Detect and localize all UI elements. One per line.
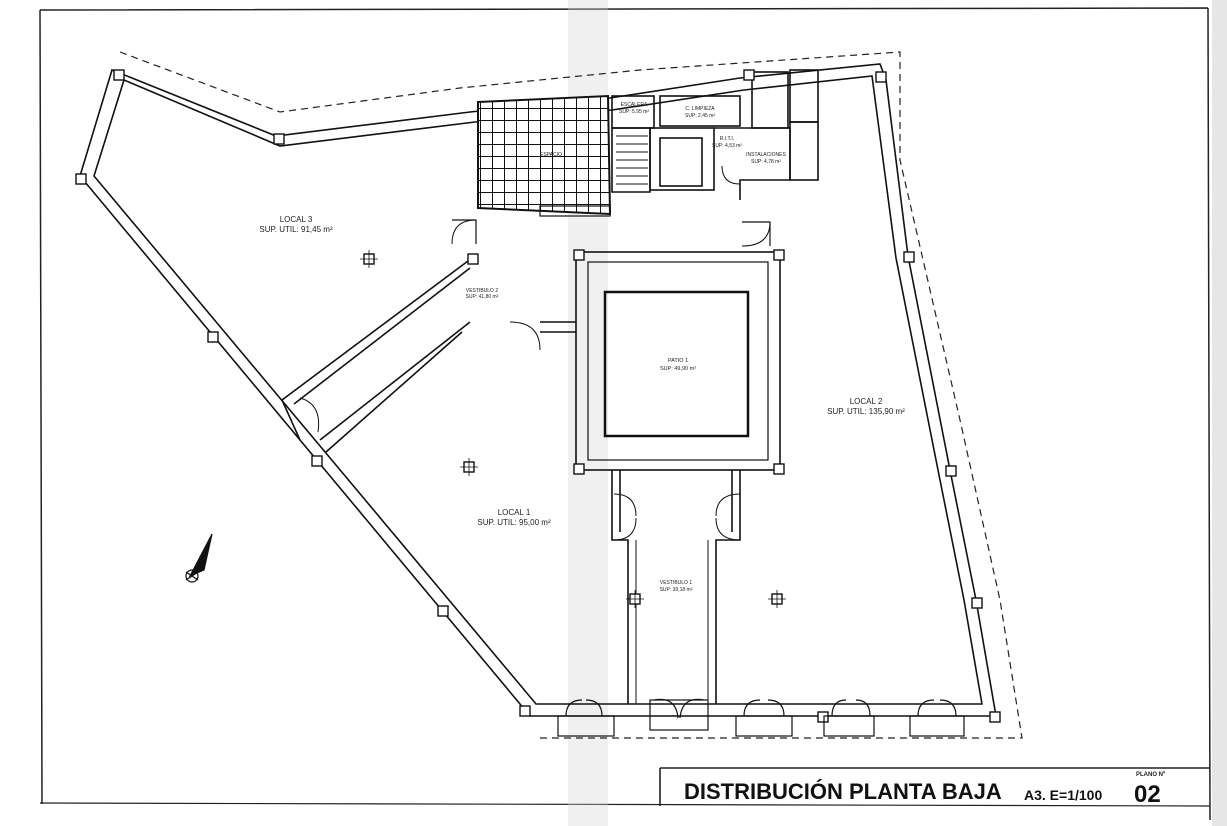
patio1-area: SUP: 49,90 m² <box>660 366 696 372</box>
vestibulo-1-walls <box>611 470 741 704</box>
local2-area: SUP. UTIL: 135,90 m² <box>827 407 905 416</box>
vestibulo-2-walls <box>281 257 576 453</box>
local1-name: LOCAL 1 <box>498 508 531 517</box>
rit-name: R.I.T.I. <box>720 136 734 142</box>
service-rooms <box>451 69 819 247</box>
limpieza-area: SUP: 2,45 m² <box>685 113 715 119</box>
hatched-storage-area: ESPACIO <box>477 94 612 217</box>
vestibulo2-name: VESTIBULO 2 <box>466 288 498 294</box>
local3-name: LOCAL 3 <box>280 215 313 224</box>
vestibulo1-area: SUP: 39,18 m² <box>660 587 693 593</box>
vestibulo2-area: SUP: 41,80 m² <box>466 294 499 300</box>
patio-walls <box>575 251 781 471</box>
limpieza-name: C. LIMPIEZA <box>685 106 715 112</box>
rit-area: SUP: 4,53 m² <box>712 143 742 149</box>
vestibulo1-name: VESTIBULO 1 <box>660 580 692 586</box>
plan-scale: A3. E=1/100 <box>1024 787 1102 803</box>
column-crosshairs <box>360 250 786 608</box>
local3-area: SUP. UTIL: 91,45 m² <box>259 225 333 234</box>
local1-area: SUP. UTIL: 95,00 m² <box>477 518 551 527</box>
plano-label: PLANO Nº <box>1136 772 1166 778</box>
room-labels: LOCAL 3 SUP. UTIL: 91,45 m² LOCAL 1 SUP.… <box>259 102 905 593</box>
local2-name: LOCAL 2 <box>850 397 883 406</box>
storefront-doors <box>557 698 965 737</box>
north-arrow-icon <box>185 533 213 583</box>
escalera-area: SUP: 5,95 m² <box>619 109 649 115</box>
instalaciones-area: SUP: 4,78 m² <box>751 159 781 165</box>
instalaciones-name: INSTALACIONES <box>746 152 786 158</box>
sheet-border <box>39 7 1211 821</box>
plan-title: DISTRIBUCIÓN PLANTA BAJA <box>684 779 1002 804</box>
patio1-name: PATIO 1 <box>668 358 688 364</box>
escalera-name: ESCALERA <box>621 102 648 108</box>
title-block: DISTRIBUCIÓN PLANTA BAJA A3. E=1/100 PLA… <box>684 772 1166 808</box>
plano-number: 02 <box>1134 781 1161 808</box>
scroll-edge <box>1212 0 1227 826</box>
svg-text:ESPACIO: ESPACIO <box>540 152 562 158</box>
